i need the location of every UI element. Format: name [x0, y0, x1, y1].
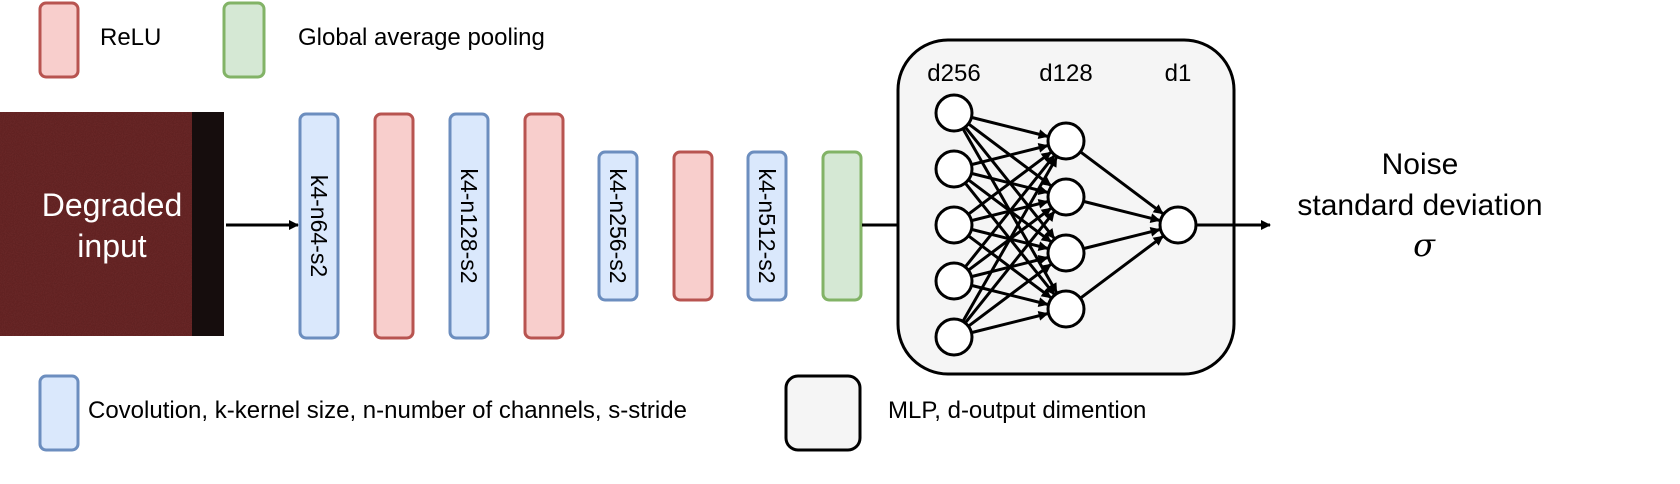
mlp-edge-l1-5-to-2: [964, 210, 1056, 324]
input-label-line1: Degraded: [42, 187, 183, 223]
legend-conv-swatch: [38, 374, 80, 452]
legend-relu-swatch: [38, 1, 80, 79]
mlp-node-l1-1: [934, 93, 974, 133]
mlp-layer-1-dim: d256: [927, 60, 980, 87]
legend-gap-swatch: [222, 1, 266, 79]
mlp-node-l2-1: [1046, 121, 1086, 161]
output-sigma-symbol: σ: [1413, 226, 1436, 264]
relu-layer-3: [672, 150, 714, 302]
mlp-edge-l1-2-to-1: [971, 142, 1049, 167]
mlp-node-l2-2: [1046, 177, 1086, 217]
legend-relu-label: ReLU: [100, 24, 161, 51]
mlp-node-l2-4: [1046, 289, 1086, 329]
mlp-node-l2-3: [1046, 233, 1086, 273]
mlp-node-l1-5: [934, 317, 974, 357]
mlp-edge-l1-3-to-1: [967, 151, 1052, 216]
mlp-edge-l1-5-to-4: [971, 310, 1049, 335]
legend-mlp-swatch: [784, 374, 862, 452]
conv-layer-2: [448, 112, 490, 340]
mlp-node-l1-3: [934, 205, 974, 245]
legend-mlp-label: MLP, d-output dimention: [888, 397, 1146, 424]
mlp-edge-l1-4-to-1: [964, 154, 1056, 268]
degraded-input-image: [0, 112, 196, 336]
conv-layer-1: [298, 112, 340, 340]
input-label-line2: input: [77, 228, 147, 264]
conv-layer-4: [746, 150, 788, 302]
mlp-edge-l2-3-to-1: [1083, 226, 1161, 251]
output-label-line2: standard deviation: [1297, 189, 1542, 222]
output-label-line1: Noise: [1382, 148, 1459, 181]
mlp-node-l3-1: [1158, 205, 1198, 245]
legend-gap-label: Global average pooling: [298, 24, 545, 51]
conv-layer-1-label: k4-n64-s2: [306, 175, 332, 277]
mlp-edge-l1-5-to-3: [967, 263, 1052, 328]
gap-layer: [821, 150, 863, 302]
degraded-input-dark-strip: [192, 112, 224, 336]
conv-layer-2-label: k4-n128-s2: [456, 168, 482, 283]
legend-conv-label: Covolution, k-kernel size, n-number of c…: [88, 397, 687, 424]
mlp-edge-l1-1-to-1: [971, 115, 1049, 140]
conv-layer-3: [597, 150, 639, 302]
mlp-node-l1-4: [934, 261, 974, 301]
mlp-layer-3-dim: d1: [1165, 60, 1192, 87]
conv-layer-4-label: k4-n512-s2: [754, 168, 780, 283]
mlp-layer-2-dim: d128: [1039, 60, 1092, 87]
mlp-edge-l2-4-to-1: [1079, 235, 1164, 300]
mlp-edge-l1-5-to-1: [961, 156, 1058, 323]
mlp-edges: [961, 115, 1164, 335]
mlp-edge-l2-2-to-1: [1083, 199, 1161, 224]
relu-layer-2: [523, 112, 565, 340]
conv-layer-3-label: k4-n256-s2: [605, 168, 631, 283]
relu-layer-1: [373, 112, 415, 340]
mlp-edge-l2-1-to-1: [1079, 150, 1164, 215]
mlp-node-l1-2: [934, 149, 974, 189]
